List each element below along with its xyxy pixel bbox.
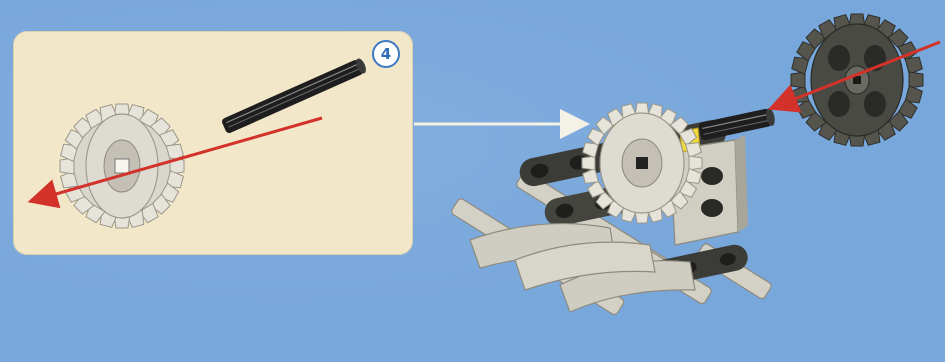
dark-gear-icon [791,14,923,146]
light-beam-icon [470,224,695,312]
inset-axle-icon [221,57,368,134]
main-axle-icon [698,107,776,140]
model-assembly [450,103,776,316]
inset-gear-icon [60,104,184,228]
model-gear-icon [582,103,702,223]
